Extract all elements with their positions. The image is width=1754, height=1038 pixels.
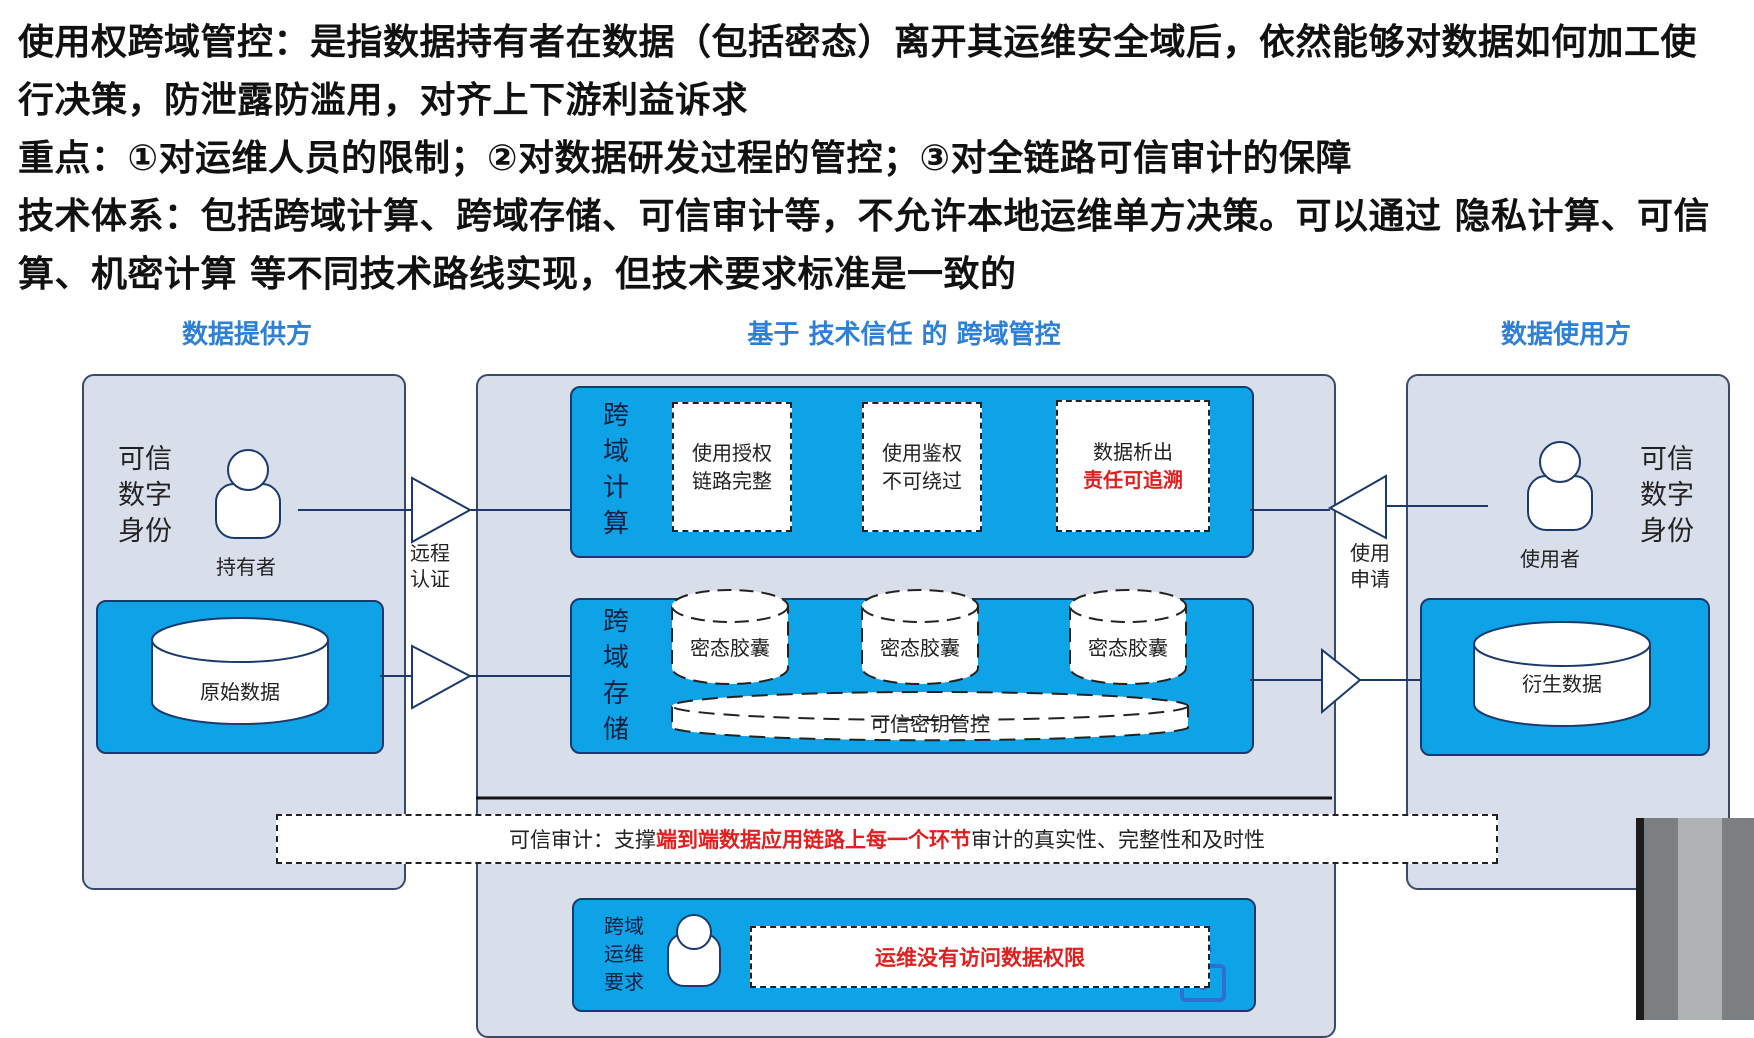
ops-no-access-box: 运维没有访问数据权限 (750, 926, 1210, 988)
capsule-label-1: 密态胶囊 (690, 636, 770, 660)
intro-line-2: 行决策，防泄露防滥用，对齐上下游利益诉求 (18, 80, 749, 121)
key-management-label: 可信密钥管控 (870, 712, 990, 736)
database-icon (151, 617, 329, 725)
remote-auth-label: 远程 认证 (410, 541, 450, 591)
capsule-label-2: 密态胶囊 (880, 636, 960, 660)
compute-card-auth: 使用授权 链路完整 (672, 402, 792, 532)
webcam-overlay (1636, 818, 1754, 1020)
compute-label: 跨 域 计 算 (602, 401, 629, 539)
provider-identity-label: 可信 数字 身份 (118, 444, 172, 547)
storage-label: 跨 域 存 储 (602, 607, 629, 745)
ops-label: 跨域 运维 要求 (604, 914, 644, 994)
derived-data-label: 衍生数据 (1522, 672, 1602, 696)
trusted-audit-bar: 可信审计：支撑端到端数据应用链路上每一个环节审计的真实性、完整性和及时性 (276, 814, 1498, 864)
consumer-identity-label: 可信 数字 身份 (1640, 444, 1694, 547)
user-label: 使用者 (1520, 547, 1580, 571)
provider-header: 数据提供方 (181, 320, 312, 350)
database-icon (1473, 621, 1651, 727)
user-icon (667, 914, 721, 987)
intro-text: 使用权跨域管控：是指数据持有者在数据（包括密态）离开其运维安全域后，依然能够对数… (18, 14, 1754, 304)
compute-card-export: 数据析出 责任可追溯 (1056, 400, 1210, 532)
key-management-cylinder (671, 691, 1189, 742)
capsule-label-3: 密态胶囊 (1088, 636, 1168, 660)
user-icon (215, 449, 281, 539)
capsule-icon (671, 589, 789, 685)
consumer-header: 数据使用方 (1500, 320, 1631, 350)
intro-line-4: 技术体系：包括跨域计算、跨域存储、可信审计等，不允许本地运维单方决策。可以通过 … (18, 196, 1711, 237)
triangle-arrow-icon (1321, 647, 1362, 715)
intro-line-5: 算、机密计算 等不同技术路线实现，但技术要求标准是一致的 (18, 254, 1017, 295)
triangle-arrow-icon (1327, 474, 1387, 540)
triangle-arrow-icon (411, 476, 473, 544)
intro-line-1: 使用权跨域管控：是指数据持有者在数据（包括密态）离开其运维安全域后，依然能够对数… (18, 22, 1698, 63)
triangle-arrow-icon (411, 644, 473, 710)
holder-label: 持有者 (216, 555, 276, 579)
use-request-label: 使用 申请 (1350, 541, 1390, 591)
raw-data-label: 原始数据 (200, 680, 280, 704)
intro-line-3: 重点：①对运维人员的限制；②对数据研发过程的管控；③对全链路可信审计的保障 (18, 138, 1352, 179)
middle-header: 基于 技术信任 的 跨域管控 (747, 320, 1061, 350)
compute-card-authz: 使用鉴权 不可绕过 (862, 402, 982, 532)
capsule-icon (861, 589, 979, 685)
capsule-icon (1069, 589, 1187, 685)
user-icon (1527, 441, 1593, 531)
